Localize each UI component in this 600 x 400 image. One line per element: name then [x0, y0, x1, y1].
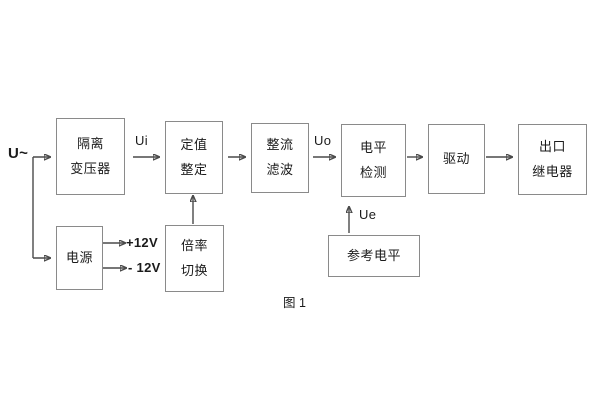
- block-line: 滤波: [266, 162, 294, 177]
- block-drive[interactable]: 驱动: [428, 124, 485, 194]
- block-line: 参考电平: [346, 248, 401, 264]
- wire-input-bus: [32, 157, 50, 258]
- block-line: 整定: [180, 161, 208, 177]
- block-power-supply[interactable]: 电源: [56, 226, 103, 290]
- block-line: 电源: [65, 249, 93, 265]
- block-line: 整流: [266, 137, 294, 153]
- label-rail-negative: - 12V: [128, 260, 161, 275]
- label-ue: Ue: [359, 207, 377, 222]
- block-line: 定值: [180, 136, 208, 152]
- figure-caption: 图 1: [283, 296, 306, 310]
- label-input-source: U~: [8, 145, 29, 162]
- block-line: 继电器: [532, 163, 573, 179]
- label-ui: Ui: [135, 133, 148, 148]
- block-line: 切换: [180, 262, 208, 278]
- label-uo: Uo: [314, 133, 332, 148]
- block-level-detect[interactable]: 电平 检测: [341, 124, 406, 197]
- block-line: 变压器: [70, 160, 111, 176]
- block-setting-value[interactable]: 定值 整定: [165, 121, 223, 194]
- block-rectify-filter[interactable]: 整流 滤波: [251, 123, 309, 193]
- block-line: 倍率: [180, 237, 208, 253]
- block-output-relay[interactable]: 出口 继电器: [518, 124, 587, 195]
- block-line: 检测: [359, 164, 387, 180]
- block-line: 出口: [538, 138, 566, 154]
- block-line: 电平: [359, 139, 387, 155]
- block-line: 隔离: [76, 135, 104, 151]
- block-multiplier-switch[interactable]: 倍率 切换: [165, 225, 224, 292]
- block-line: 驱动: [442, 150, 470, 166]
- block-isolation-transformer[interactable]: 隔离 变压器: [56, 118, 125, 195]
- block-reference-level[interactable]: 参考电平: [328, 235, 420, 277]
- label-rail-positive: +12V: [126, 235, 158, 250]
